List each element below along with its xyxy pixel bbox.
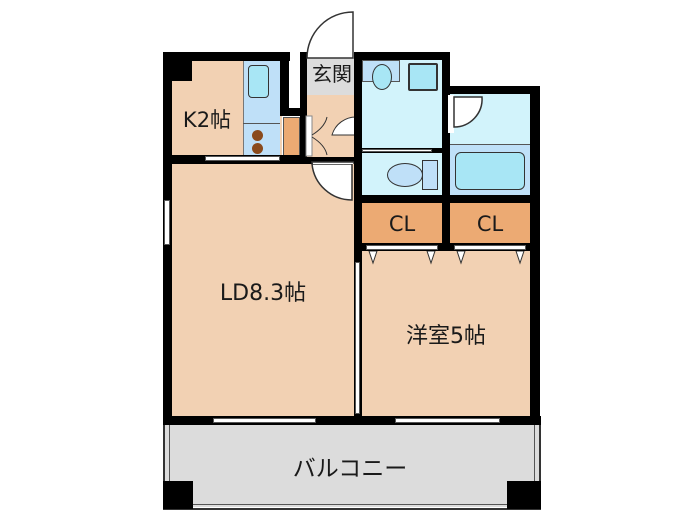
balcony-pillar-left <box>163 481 193 509</box>
washbasin-bowl-icon <box>372 64 392 90</box>
kitchen-window <box>205 156 280 161</box>
ld-door-icon-overlay <box>311 164 353 201</box>
toilet-tank-icon <box>422 160 438 190</box>
balcony <box>165 425 539 507</box>
sliding-partition <box>355 262 360 414</box>
entrance-left-wall <box>300 52 307 164</box>
counter-divider <box>243 123 280 124</box>
ld-balcony-window <box>213 418 316 423</box>
living-dining-label: LD8.3帖 <box>219 281 307 306</box>
washing-machine-icon <box>408 63 438 91</box>
balcony-pillar-right <box>507 481 541 509</box>
closet-bottom-wall <box>354 243 540 251</box>
outer-wall-right <box>530 86 540 425</box>
outer-wall-bottom <box>163 416 541 425</box>
balcony-label: バルコニー <box>292 456 408 482</box>
outer-wall-top-kitchen <box>163 52 290 61</box>
western-room-label: 洋室5帖 <box>406 324 486 349</box>
wash-right-wall <box>442 52 450 207</box>
closet-1 <box>362 203 442 243</box>
wash-top-wall <box>354 52 450 60</box>
entrance <box>307 58 357 95</box>
wash-left-wall <box>354 52 362 424</box>
closet-2 <box>450 203 530 243</box>
toilet-door-slider <box>362 149 432 152</box>
closet-1-label: CL <box>388 212 416 236</box>
kitchen-label: K2帖 <box>182 108 232 132</box>
closet-1-doors <box>366 245 438 250</box>
entrance-label: 玄関 <box>312 62 352 86</box>
western-room <box>362 251 530 416</box>
stove-burner-icon <box>252 143 263 154</box>
kitchen-corner-pillar <box>172 61 192 81</box>
closet-divider <box>442 195 450 251</box>
toilet-bowl-icon <box>387 163 423 187</box>
closet-2-label: CL <box>476 212 504 236</box>
entrance-door-icon <box>306 11 354 59</box>
ld-side-window <box>164 200 170 245</box>
balcony-inner-rail <box>169 425 535 505</box>
bathtub-icon <box>455 152 525 190</box>
living-dining <box>172 164 354 416</box>
closet-door-icon <box>305 115 328 157</box>
kitchen-right-wall <box>280 52 289 112</box>
toilet-room-door-icon <box>331 116 358 136</box>
sink-icon <box>248 65 269 98</box>
bath-top-wall <box>442 86 540 94</box>
bath-door-icon <box>448 95 483 133</box>
storage-cabinet <box>283 117 300 157</box>
balcony-rail <box>163 425 541 510</box>
closet-2-doors <box>454 245 526 250</box>
closet-door-markers <box>368 251 525 265</box>
kitchen-step-wall <box>280 108 306 116</box>
stove-burner-icon <box>252 130 263 141</box>
western-room-window <box>395 418 500 423</box>
